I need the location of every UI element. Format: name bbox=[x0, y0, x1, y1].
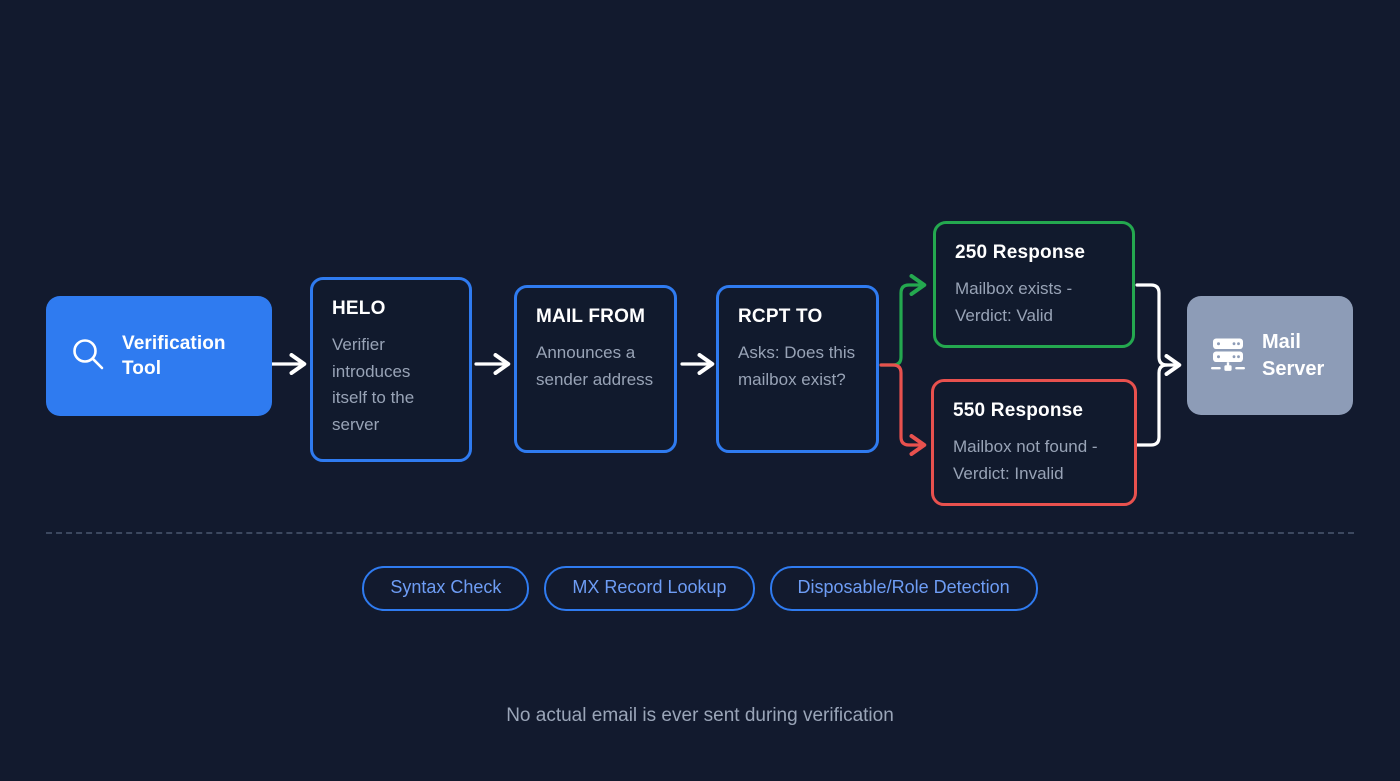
branch-failure bbox=[879, 363, 923, 445]
magnifier-icon bbox=[68, 334, 108, 379]
section-divider bbox=[46, 532, 1354, 534]
merge-success-to-server bbox=[1135, 283, 1178, 365]
node-mail-from[interactable]: MAIL FROM Announces a sender address bbox=[514, 285, 677, 453]
mail-server-label: Mail Server bbox=[1262, 331, 1325, 380]
node-response-550[interactable]: 550 Response Mailbox not found - Verdict… bbox=[931, 379, 1137, 506]
mail-from-description: Announces a sender address bbox=[536, 343, 654, 389]
verification-tool-label: Verification Tool bbox=[122, 332, 226, 379]
helo-description: Verifier introduces itself to the server bbox=[332, 335, 415, 434]
node-verification-tool[interactable]: Verification Tool bbox=[46, 296, 272, 416]
rcpt-to-title: RCPT TO bbox=[738, 306, 823, 327]
node-response-250[interactable]: 250 Response Mailbox exists - Verdict: V… bbox=[933, 221, 1135, 348]
check-pill-syntax[interactable]: Syntax Check bbox=[362, 566, 530, 611]
merge-failure-to-server bbox=[1135, 363, 1169, 447]
helo-title: HELO bbox=[332, 298, 386, 319]
mail-from-title: MAIL FROM bbox=[536, 306, 646, 327]
branch-success bbox=[879, 285, 923, 367]
additional-checks-row: Syntax Check MX Record Lookup Disposable… bbox=[0, 566, 1400, 611]
server-icon bbox=[1207, 332, 1249, 379]
response-250-description: Mailbox exists - Verdict: Valid bbox=[955, 279, 1073, 325]
node-helo[interactable]: HELO Verifier introduces itself to the s… bbox=[310, 277, 472, 462]
response-250-title: 250 Response bbox=[955, 242, 1086, 263]
response-550-title: 550 Response bbox=[953, 400, 1084, 421]
node-mail-server[interactable]: Mail Server bbox=[1187, 296, 1353, 415]
check-pill-disposable-role[interactable]: Disposable/Role Detection bbox=[769, 566, 1038, 611]
response-550-description: Mailbox not found - Verdict: Invalid bbox=[953, 437, 1098, 483]
rcpt-to-description: Asks: Does this mailbox exist? bbox=[738, 343, 856, 389]
check-pill-mx-record[interactable]: MX Record Lookup bbox=[544, 566, 755, 611]
footer-note: No actual email is ever sent during veri… bbox=[506, 705, 894, 726]
node-rcpt-to[interactable]: RCPT TO Asks: Does this mailbox exist? bbox=[716, 285, 879, 453]
